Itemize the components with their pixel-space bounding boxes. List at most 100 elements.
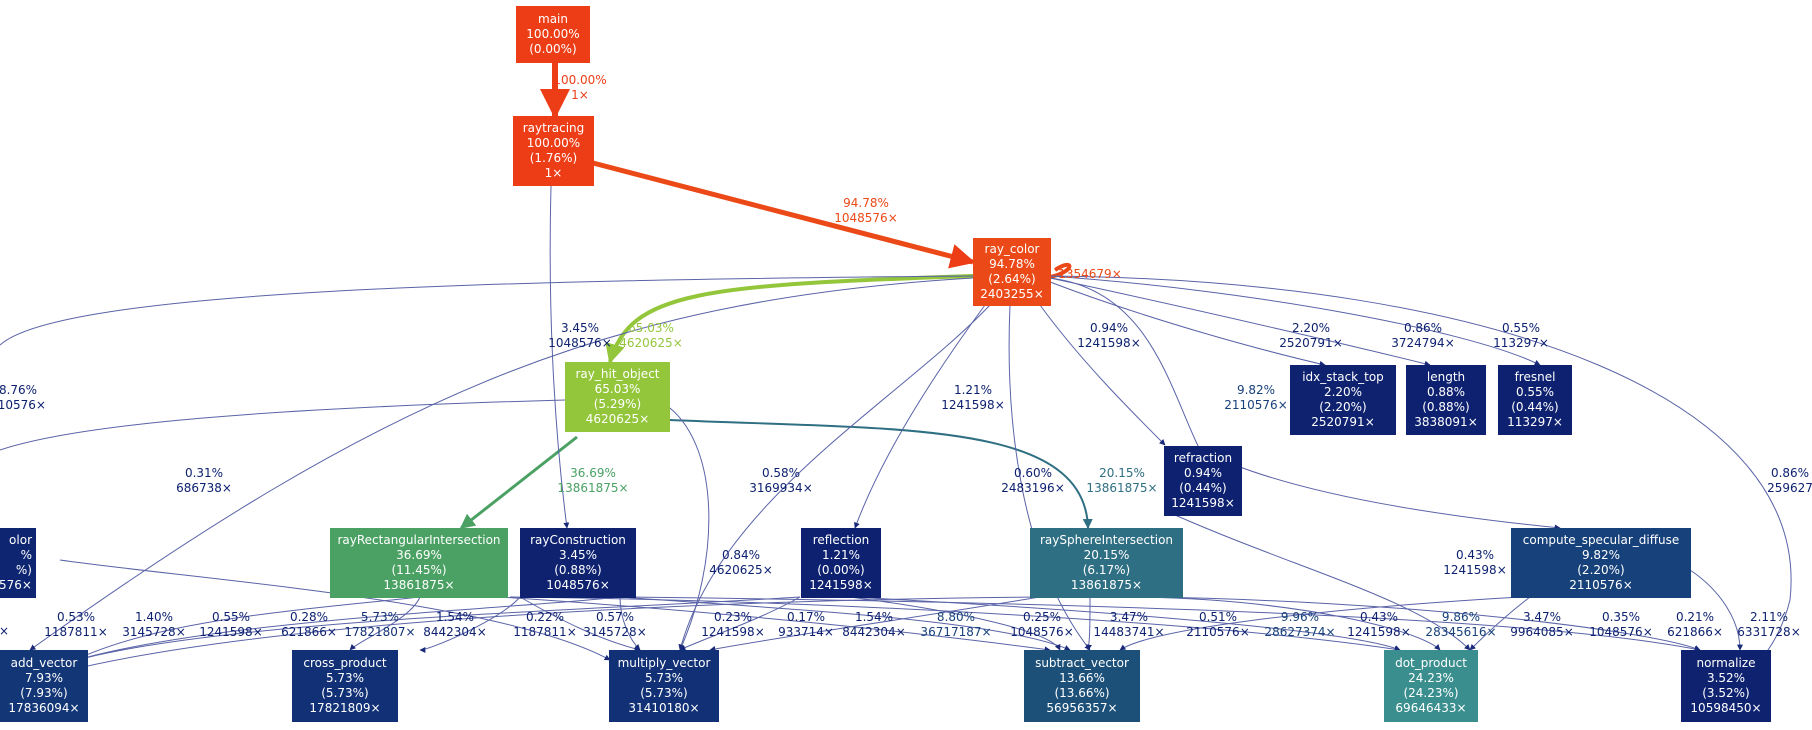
edge-label-line: 0.58% <box>761 466 801 480</box>
edge-label-line: 13861875× <box>557 481 629 495</box>
edge-label-line: 6331728× <box>1737 625 1801 639</box>
edge-label-line: 4620625× <box>619 336 683 350</box>
edge-label-line: 2483196× <box>1001 481 1065 495</box>
node-refraction-self: (0.44%) <box>1179 481 1227 495</box>
node-rc-calls: 1048576× <box>546 578 610 592</box>
node-fresnel[interactable]: fresnel 0.55% (0.44%) 113297× <box>1498 365 1572 435</box>
edge-label-line: 1241598× <box>1347 625 1411 639</box>
node-normalize[interactable]: normalize 3.52% (3.52%) 10598450× <box>1681 650 1771 722</box>
node-rsi-total: 20.15% <box>1083 548 1130 562</box>
edge-label-line: 8442304× <box>423 625 487 639</box>
edge-label-line: 36717187× <box>920 625 992 639</box>
edge-label-line: 1.21% <box>953 383 993 397</box>
thin-edges <box>0 185 1792 672</box>
edge-label-line: 3.47% <box>1109 610 1149 624</box>
edge-label: 36.69%13861875× <box>557 466 628 496</box>
node-ray-color-calls: 2403255× <box>980 287 1044 301</box>
node-fresnel-self: (0.44%) <box>1511 400 1559 414</box>
node-multiply-vector-self: (5.73%) <box>640 686 688 700</box>
edge-label-line: 2.20% <box>1291 321 1331 335</box>
edge-label-line: 3145728× <box>583 625 647 639</box>
edge-label-line: 9.82% <box>1236 383 1276 397</box>
node-normalize-self: (3.52%) <box>1702 686 1750 700</box>
node-cross-product[interactable]: cross_product 5.73% (5.73%) 17821809× <box>292 650 398 722</box>
node-ray-hit-object-name: ray_hit_object <box>575 367 660 381</box>
node-ray-construction[interactable]: rayConstruction 3.45% (0.88%) 1048576× <box>520 528 636 598</box>
node-reflection-calls: 1241598× <box>809 578 873 592</box>
edge-label-line: 1187811× <box>44 625 108 639</box>
edge-label-line: 0.35% <box>1601 610 1641 624</box>
edge-label: 0.23%1241598× <box>701 610 765 640</box>
node-csd-self: (2.20%) <box>1577 563 1625 577</box>
node-cross-product-self: (5.73%) <box>321 686 369 700</box>
edge-label: 1.21%1241598× <box>941 383 1005 413</box>
edge-label: 0.21%621866× <box>1667 610 1723 640</box>
edge-label: 9.86%28345616× <box>1425 610 1496 640</box>
node-csd-calls: 2110576× <box>1569 578 1633 592</box>
edge-label-line: 3.47% <box>1522 610 1562 624</box>
node-rsi-self: (6.17%) <box>1082 563 1131 577</box>
node-main-total: 100.00% <box>526 27 580 41</box>
node-normalize-name: normalize <box>1696 656 1756 670</box>
edge-label-line: 9.86% <box>1441 610 1481 624</box>
node-reflection-total: 1.21% <box>821 548 861 562</box>
node-ray-color-self: (2.64%) <box>988 272 1036 286</box>
node-dot-product[interactable]: dot_product 24.23% (24.23%) 69646433× <box>1384 650 1478 722</box>
node-refraction-name: refraction <box>1173 451 1233 465</box>
node-add-vector[interactable]: add_vector 7.93% (7.93%) 17836094× <box>0 650 88 722</box>
node-ray-hit-object[interactable]: ray_hit_object 65.03% (5.29%) 4620625× <box>565 362 670 432</box>
edge-label-line: 0.53% <box>56 610 96 624</box>
node-compute-specular-diffuse[interactable]: compute_specular_diffuse 9.82% (2.20%) 2… <box>1511 528 1691 598</box>
node-idx-stack-top-total: 2.20% <box>1323 385 1363 399</box>
edge-label-line: 100.00% <box>553 73 607 87</box>
node-ray-sphere-intersection[interactable]: raySphereIntersection 20.15% (6.17%) 138… <box>1030 528 1183 598</box>
edge-label-line: 0.60% <box>1013 466 1053 480</box>
node-rc-name: rayConstruction <box>530 533 626 547</box>
node-normalize-total: 3.52% <box>1706 671 1746 685</box>
edge-label-line: 1241598× <box>701 625 765 639</box>
edge-label: 100.00%1× <box>553 73 606 103</box>
node-rri-name: rayRectangularIntersection <box>337 533 501 547</box>
node-reflection[interactable]: reflection 1.21% (0.00%) 1241598× <box>801 528 881 598</box>
node-idx-stack-top[interactable]: idx_stack_top 2.20% (2.20%) 2520791× <box>1290 365 1396 435</box>
node-idx-stack-top-name: idx_stack_top <box>1302 370 1384 384</box>
heavy-edges <box>459 63 1093 530</box>
node-ray-rectangular-intersection[interactable]: rayRectangularIntersection 36.69% (11.45… <box>330 528 508 598</box>
node-cross-product-total: 5.73% <box>325 671 365 685</box>
edge-label: 8.80%36717187× <box>920 610 991 640</box>
node-dot-product-name: dot_product <box>1395 656 1467 670</box>
node-multiply-vector[interactable]: multiply_vector 5.73% (5.73%) 31410180× <box>609 650 719 722</box>
edge-label-line: 1.54% <box>435 610 475 624</box>
edge-label-line: 0.55% <box>1501 321 1541 335</box>
edge-label-line: 2520791× <box>1279 336 1343 350</box>
edge-label: 1354679× <box>1058 267 1122 282</box>
node-ray-color[interactable]: ray_color 94.78% (2.64%) 2403255× <box>973 238 1051 306</box>
edge-label-line: 65.03% <box>628 321 674 335</box>
edge-label: 0.94%1241598× <box>1077 321 1141 351</box>
edge-label-line: 0.21% <box>1675 610 1715 624</box>
edge-label-line: 0.43% <box>1359 610 1399 624</box>
node-multiply-vector-calls: 31410180× <box>628 701 700 715</box>
edge-label: 0.31%686738× <box>176 466 232 496</box>
node-refraction[interactable]: refraction 0.94% (0.44%) 1241598× <box>1164 446 1242 516</box>
node-main[interactable]: main 100.00% (0.00%) <box>516 6 590 63</box>
node-ray-hit-object-calls: 4620625× <box>585 412 650 426</box>
node-raytracing-calls: 1× <box>544 166 563 180</box>
edge-label-line: 20.15% <box>1099 466 1145 480</box>
node-raytracing[interactable]: raytracing 100.00% (1.76%) 1× <box>513 116 594 186</box>
node-length-calls: 3838091× <box>1414 415 1478 429</box>
node-raytracing-self: (1.76%) <box>529 151 578 165</box>
edge-label-line: 3145728× <box>122 625 186 639</box>
edge-label: 3.47%9964085× <box>1510 610 1574 640</box>
node-ray-hit-object-self: (5.29%) <box>593 397 642 411</box>
node-subtract-vector-total: 13.66% <box>1059 671 1105 685</box>
node-left-color[interactable]: olor % %) 576× <box>0 528 36 598</box>
edge-label: 0.86%259627 <box>1767 466 1812 496</box>
edge-label-line: 0.43% <box>1455 548 1495 562</box>
node-subtract-vector[interactable]: subtract_vector 13.66% (13.66%) 56956357… <box>1024 650 1140 722</box>
node-reflection-name: reflection <box>812 533 870 547</box>
node-length[interactable]: length 0.88% (0.88%) 3838091× <box>1406 365 1486 435</box>
edge-label: 20.15%13861875× <box>1086 466 1157 496</box>
edge-label: 0.55%1241598× <box>199 610 263 640</box>
